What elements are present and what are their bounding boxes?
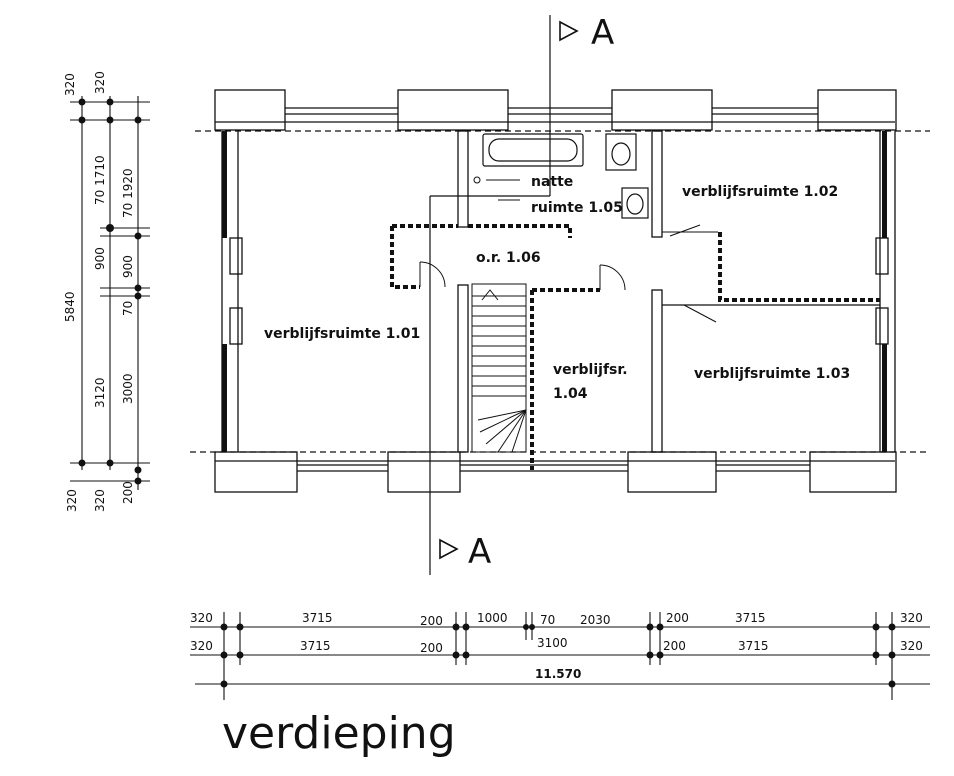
dim-b1-f: 2030 xyxy=(580,613,611,627)
exterior-walls xyxy=(190,89,930,493)
dim-left-1710: 70 1710 xyxy=(93,155,107,205)
dim-left-total: 5840 xyxy=(63,291,77,322)
dim-left-3120: 3120 xyxy=(93,377,107,408)
dim-b2-g: 320 xyxy=(900,639,923,653)
staircase xyxy=(471,283,527,453)
dim-left-bot-c: 200 xyxy=(121,481,135,504)
dim-left-70: 70 xyxy=(121,301,135,316)
dim-b2-b: 3715 xyxy=(300,639,331,653)
dim-b2-d: 3100 xyxy=(537,636,568,650)
dim-left-900b: 900 xyxy=(121,255,135,278)
dim-left-bot-a: 320 xyxy=(65,489,79,512)
left-dimension-texts: 320 320 5840 70 1710 70 1920 900 900 70 … xyxy=(63,71,135,512)
dim-b1-i: 320 xyxy=(900,611,923,625)
section-arrow-top-icon xyxy=(559,20,579,42)
drain-icon xyxy=(473,176,520,201)
dim-b1-g: 200 xyxy=(666,611,689,625)
room-label-1-01: verblijfsruimte 1.01 xyxy=(264,326,420,342)
bottom-dimension-nodes xyxy=(220,623,896,688)
dim-b1-d: 1000 xyxy=(477,611,508,625)
interior-walls xyxy=(457,130,880,453)
room-label-1-04-line2: 1.04 xyxy=(553,386,588,402)
room-label-1-06: o.r. 1.06 xyxy=(476,250,541,266)
section-label-top: A xyxy=(591,13,614,53)
dim-left-top-b: 320 xyxy=(93,71,107,94)
dim-left-top-a: 320 xyxy=(63,73,77,96)
sink-icon xyxy=(621,187,649,219)
bottom-dimension-texts-row1: 320 3715 200 1000 70 2030 200 3715 320 xyxy=(190,611,923,628)
dim-b1-b: 3715 xyxy=(302,611,333,625)
dim-left-1920: 70 1920 xyxy=(121,168,135,218)
dim-b2-f: 3715 xyxy=(738,639,769,653)
dim-b2-c: 200 xyxy=(420,641,443,655)
dim-b1-c: 200 xyxy=(420,614,443,628)
room-label-1-02: verblijfsruimte 1.02 xyxy=(682,184,838,200)
dim-b2-a: 320 xyxy=(190,639,213,653)
room-label-1-05-line1: natte xyxy=(531,174,573,190)
dim-b1-e: 70 xyxy=(540,613,555,627)
room-label-1-05-line2: ruimte 1.05 xyxy=(531,200,623,216)
section-arrow-bottom-icon xyxy=(439,538,459,560)
dim-b2-e: 200 xyxy=(663,639,686,653)
left-dimension-nodes xyxy=(78,98,142,485)
dim-left-900a: 900 xyxy=(93,247,107,270)
door-swings xyxy=(419,224,718,323)
dim-left-3000: 3000 xyxy=(121,373,135,404)
room-label-1-04-line1: verblijfsr. xyxy=(553,362,628,378)
bottom-dimension-lines xyxy=(190,612,930,700)
room-label-1-03: verblijfsruimte 1.03 xyxy=(694,366,850,382)
floor-label: verdieping xyxy=(222,708,456,759)
bathtub-icon xyxy=(482,133,584,167)
section-label-bottom: A xyxy=(468,532,491,572)
dim-total: 11.570 xyxy=(535,667,581,681)
dim-left-bot-b: 320 xyxy=(93,489,107,512)
hatched-walls xyxy=(390,224,880,470)
dim-b1-a: 320 xyxy=(190,611,213,625)
bottom-dimension-texts-row2: 320 3715 200 3100 200 3715 320 xyxy=(190,636,923,655)
facade-thick-segments xyxy=(222,131,887,452)
dim-b1-h: 3715 xyxy=(735,611,766,625)
toilet-icon xyxy=(605,133,637,171)
